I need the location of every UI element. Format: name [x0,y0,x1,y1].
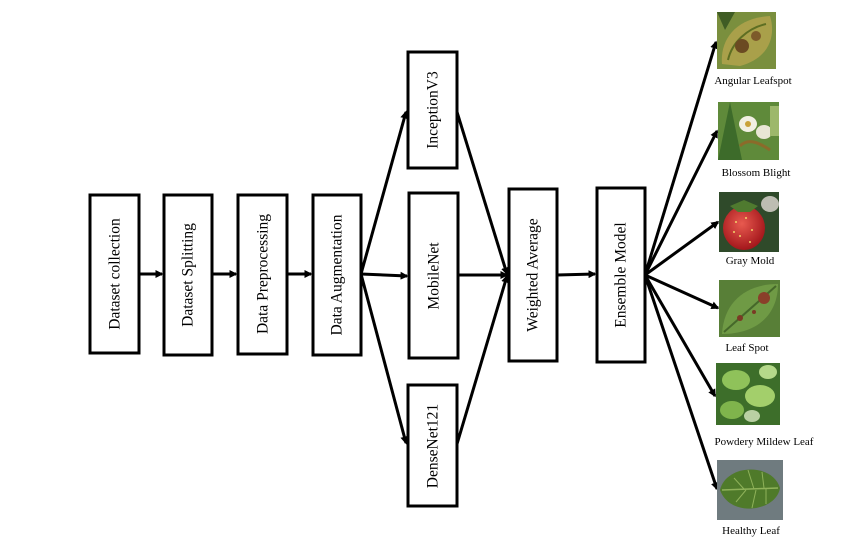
arrow-ensemble-to-gray-mold [644,220,720,277]
arrow-augmentation-to-inception [359,110,409,275]
blossom-blight-image [718,102,779,160]
arrow-densenet-to-weighted [455,274,509,445]
inceptionv3-label: InceptionV3 [425,71,442,149]
arrow-augmentation-to-densenet [359,273,409,445]
arrow-ensemble-to-powdery-mildew [643,274,717,398]
densenet121-box: DenseNet121 [406,383,459,508]
powdery-mildew-label: Powdery Mildew Leaf [715,436,814,448]
arrow-ensemble-to-blossom-blight [643,129,719,276]
data-augmentation-label: Data Augmentation [329,214,346,335]
data-preprocessing-box: Data Preprocessing [236,193,289,356]
dataset-collection-box: Dataset collection [88,193,141,355]
healthy-leaf-image [717,460,783,520]
weighted-average-box: Weighted Average [507,187,559,363]
ensemble-model-box: Ensemble Model [595,186,647,364]
inceptionv3-box: InceptionV3 [406,50,459,170]
dataset-splitting-label: Dataset Splitting [180,223,197,327]
arrow-ensemble-to-leaf-spot [644,273,720,310]
densenet121-label: DenseNet121 [425,404,442,488]
gray-mold-image [719,192,779,252]
ensemble-model-label: Ensemble Model [613,222,630,327]
powdery-mildew-image [716,363,780,425]
dataset-splitting-box: Dataset Splitting [162,193,214,357]
data-preprocessing-label: Data Preprocessing [255,214,272,334]
blossom-blight-label: Blossom Blight [722,167,791,179]
leaf-spot-image [719,280,780,337]
arrow-ensemble-to-healthy-leaf [643,274,719,491]
leaf-spot-label: Leaf Spot [725,342,768,354]
data-augmentation-box: Data Augmentation [311,193,363,357]
arrow-augmentation-to-mobilenet [360,271,409,280]
mobilenet-label: MobileNet [426,242,443,310]
arrow-inception-to-weighted [455,111,509,276]
dataset-collection-label: Dataset collection [107,218,124,330]
angular-leafspot-image [717,12,776,69]
arrow-ensemble-to-angular-leafspot [643,40,718,276]
arrow-weighted-to-ensemble [556,270,597,279]
angular-leafspot-label: Angular Leafspot [714,75,791,87]
mobilenet-box: MobileNet [407,191,460,360]
healthy-leaf-label: Healthy Leaf [722,525,780,537]
gray-mold-label: Gray Mold [726,255,775,267]
weighted-average-label: Weighted Average [525,218,542,331]
